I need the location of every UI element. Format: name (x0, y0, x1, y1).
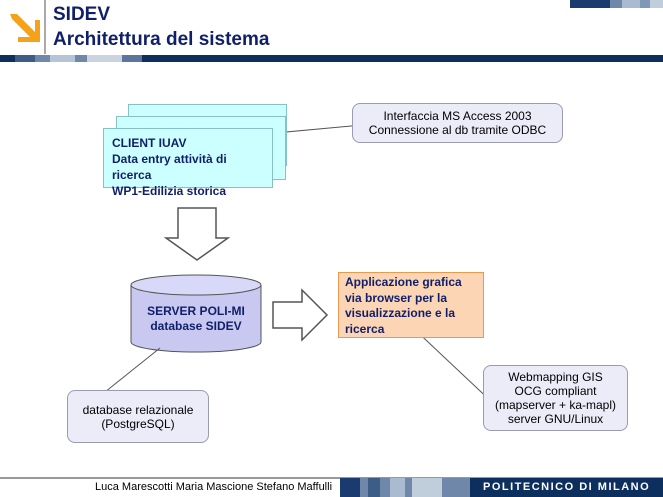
slide-title: SIDEV (53, 4, 111, 25)
client-line: CLIENT IUAV (112, 136, 187, 150)
footer-institution: POLITECNICO DI MILANO (483, 481, 651, 493)
slide-subtitle: Architettura del sistema (53, 29, 270, 50)
callout-access: Interfaccia MS Access 2003 Connessione a… (352, 103, 563, 143)
callout-line: (mapserver + ka-mapl) (494, 398, 617, 412)
server-label: SERVER POLI-MI database SIDEV (131, 304, 261, 334)
callout-db: database relazionale (PostgreSQL) (67, 390, 209, 443)
app-box: Applicazione grafica via browser per la … (338, 272, 484, 338)
callout-line: Webmapping GIS (508, 370, 603, 384)
client-line: Data entry attività di ricerca (112, 152, 227, 182)
header-bar (0, 55, 663, 62)
header-bar-mosaic (15, 55, 142, 62)
client-box: CLIENT IUAV Data entry attività di ricer… (103, 128, 273, 198)
connector-line (409, 324, 496, 406)
callout-line: Interfaccia MS Access 2003 (383, 109, 532, 123)
app-line: ricerca (345, 321, 385, 336)
database-cylinder-icon (130, 274, 262, 353)
app-line: Applicazione grafica (345, 275, 462, 289)
callout-line: OCG compliant (514, 384, 597, 398)
header-mosaic (570, 0, 663, 8)
connector-line (104, 347, 161, 393)
down-arrow-icon (163, 207, 231, 261)
right-arrow-icon (272, 288, 329, 342)
footer-mosaic (340, 478, 663, 497)
arrow-logo-icon (10, 14, 40, 42)
server-line: database SIDEV (150, 319, 242, 333)
server-line: SERVER POLI-MI (147, 304, 245, 318)
app-line: via browser per la (345, 290, 448, 305)
callout-line: Connessione al db tramite ODBC (368, 123, 547, 137)
callout-line: (PostgreSQL) (101, 416, 175, 431)
callout-gis: Webmapping GIS OCG compliant (mapserver … (483, 365, 628, 431)
app-line: visualizzazione e la (345, 306, 456, 320)
footer-authors: Luca Marescotti Maria Mascione Stefano M… (95, 481, 333, 493)
callout-line: database relazionale (82, 402, 194, 417)
callout-line: server GNU/Linux (507, 412, 604, 426)
client-line: WP1-Edilizia storica (112, 184, 227, 198)
